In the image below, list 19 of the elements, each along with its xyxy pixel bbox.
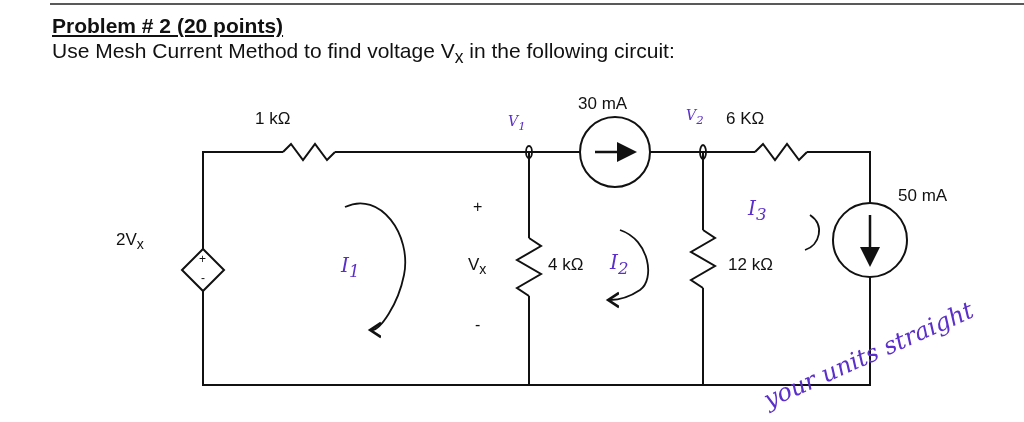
mesh-current-label: I$_{2}$ (610, 252, 629, 278)
resistance-label: 6 KΩ (726, 110, 765, 127)
polarity-sign: - (475, 317, 481, 333)
resistance-label: 4 kΩ (548, 256, 584, 273)
current-label: 50 mA (898, 187, 948, 204)
resistance-label: 1 kΩ (255, 110, 291, 127)
problem-heading: Problem # 2 (20 points) (52, 14, 284, 38)
polarity-sign: - (201, 272, 205, 284)
source-label: 2V$_{x}$ (116, 231, 144, 252)
current-label: 30 mA (578, 95, 628, 112)
mesh-current-label: I$_{3}$ (748, 198, 767, 224)
mesh-current-label: I$_{1}$ (341, 255, 360, 281)
resistance-label: 12 kΩ (728, 256, 773, 273)
instruction-text: Use Mesh Current Method to find voltage V$_{x}$ in the following circuit: (52, 40, 675, 67)
node-voltage-label: V$_{2}$ (686, 108, 704, 127)
polarity-sign: + (199, 253, 206, 265)
node-voltage-label: V$_{1}$ (508, 114, 526, 133)
voltage-label: V$_{x}$ (468, 256, 487, 277)
polarity-sign: + (473, 199, 483, 215)
